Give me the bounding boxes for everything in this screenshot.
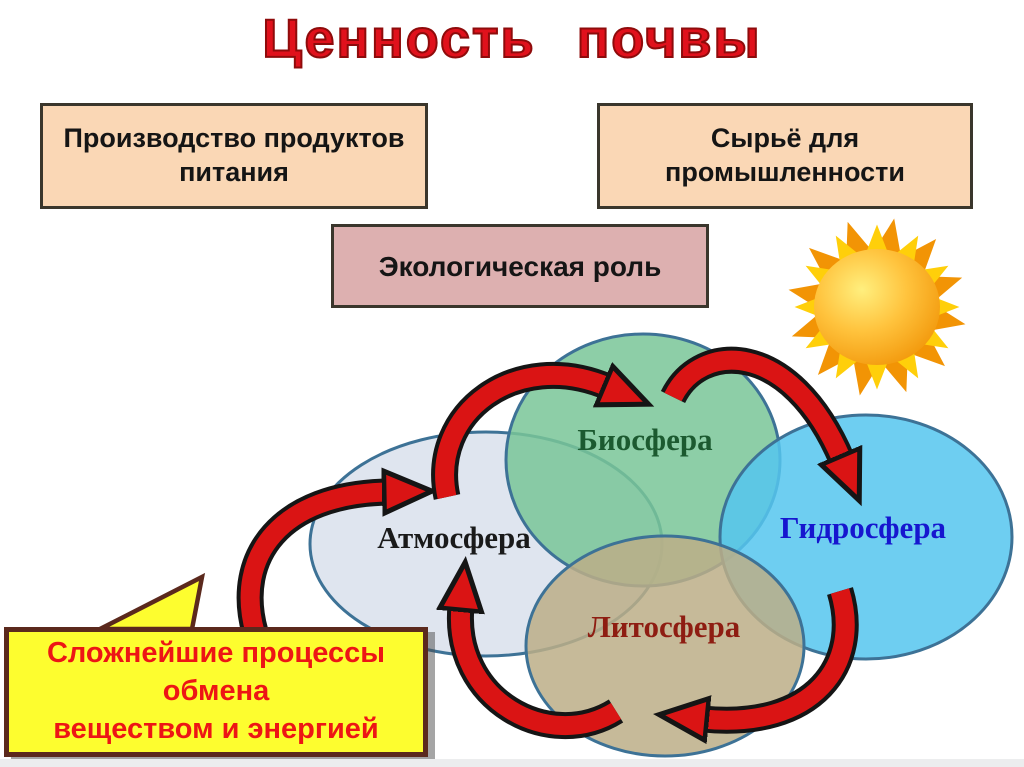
callout-line-2: обмена xyxy=(162,675,270,708)
box-ecological-role-label: Экологическая роль xyxy=(378,250,662,282)
box-ecological-role: Экологическая роль xyxy=(331,224,709,308)
box-food-production: Производство продуктов питания xyxy=(40,103,428,209)
biosphere-label: Биосфера xyxy=(577,422,713,457)
callout-exchange-processes: Сложнейшие процессы обмена веществом и э… xyxy=(4,627,428,757)
hydrosphere-ellipse xyxy=(718,413,1014,661)
callout-line-1: Сложнейшие процессы xyxy=(46,637,386,670)
arrow-callout-to-atmosphere xyxy=(236,492,388,636)
slide-title: Ценность почвы xyxy=(261,8,762,70)
box-food-production-label: Производство продуктов питания xyxy=(63,123,405,187)
arrow-biosphere-to-hydrosphere xyxy=(660,346,842,460)
lithosphere-ellipse xyxy=(524,534,806,758)
sun-icon xyxy=(788,218,966,396)
arrow-hydrosphere-to-lithosphere xyxy=(703,587,859,720)
box-industry-raw-materials-label: Сырьё для промышленности xyxy=(665,123,905,187)
arrow-atmosphere-to-biosphere xyxy=(431,375,608,500)
callout-line-3: веществом и энергией xyxy=(53,712,379,745)
lithosphere-label: Литосфера xyxy=(587,609,741,644)
box-industry-raw-materials: Сырьё для промышленности xyxy=(597,103,973,209)
slide-bottom-edge xyxy=(0,759,1024,767)
atmosphere-label: Атмосфера xyxy=(377,520,531,555)
hydrosphere-label: Гидросфера xyxy=(779,510,947,545)
arrow-lithosphere-to-atmosphere xyxy=(460,606,624,740)
callout-tail xyxy=(98,572,206,632)
